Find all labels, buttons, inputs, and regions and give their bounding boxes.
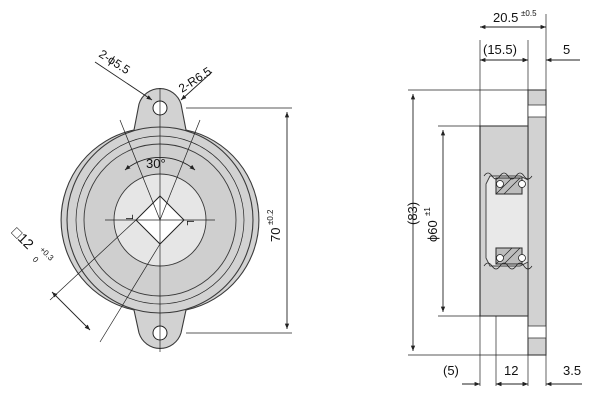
flange-thickness-label: 5 xyxy=(563,42,570,57)
height-tolerance: ±0.2 xyxy=(266,209,275,225)
rotation-mark-right: L xyxy=(184,220,195,226)
height-label: 70 xyxy=(268,228,283,242)
bottom-reference-label: (5) xyxy=(443,363,459,378)
rotation-mark-left: L xyxy=(125,214,136,220)
front-view: 30° 2-ϕ5.5 2-R6.5 L L 70 ±0.2 □12 +0.3 0 xyxy=(9,47,292,352)
body-width-label: 12 xyxy=(504,363,518,378)
square-tolerance-lower: 0 xyxy=(31,255,41,265)
bottom-right-label: 3.5 xyxy=(563,363,581,378)
hole-diameter-label: 2-ϕ5.5 xyxy=(96,47,132,77)
total-width-tolerance: ±0.5 xyxy=(521,9,537,18)
overall-height-label: (83) xyxy=(405,202,420,225)
angle-arc xyxy=(124,157,196,171)
square-tolerance-upper: +0.3 xyxy=(38,245,56,263)
square-label: □12 xyxy=(9,224,37,252)
diameter-label: ϕ60 xyxy=(425,220,440,242)
radius-label: 2-R6.5 xyxy=(176,64,214,96)
diameter-tolerance: ±1 xyxy=(423,207,432,216)
side-flange xyxy=(527,89,547,356)
angle-label: 30° xyxy=(146,156,166,171)
side-cavity xyxy=(485,175,529,267)
reference-width-label: (15.5) xyxy=(483,42,517,57)
total-width-label: 20.5 xyxy=(493,10,518,25)
side-view: 20.5 ±0.5 (15.5) 5 (83) ϕ60 ±1 (5) 12 3.… xyxy=(405,9,582,387)
